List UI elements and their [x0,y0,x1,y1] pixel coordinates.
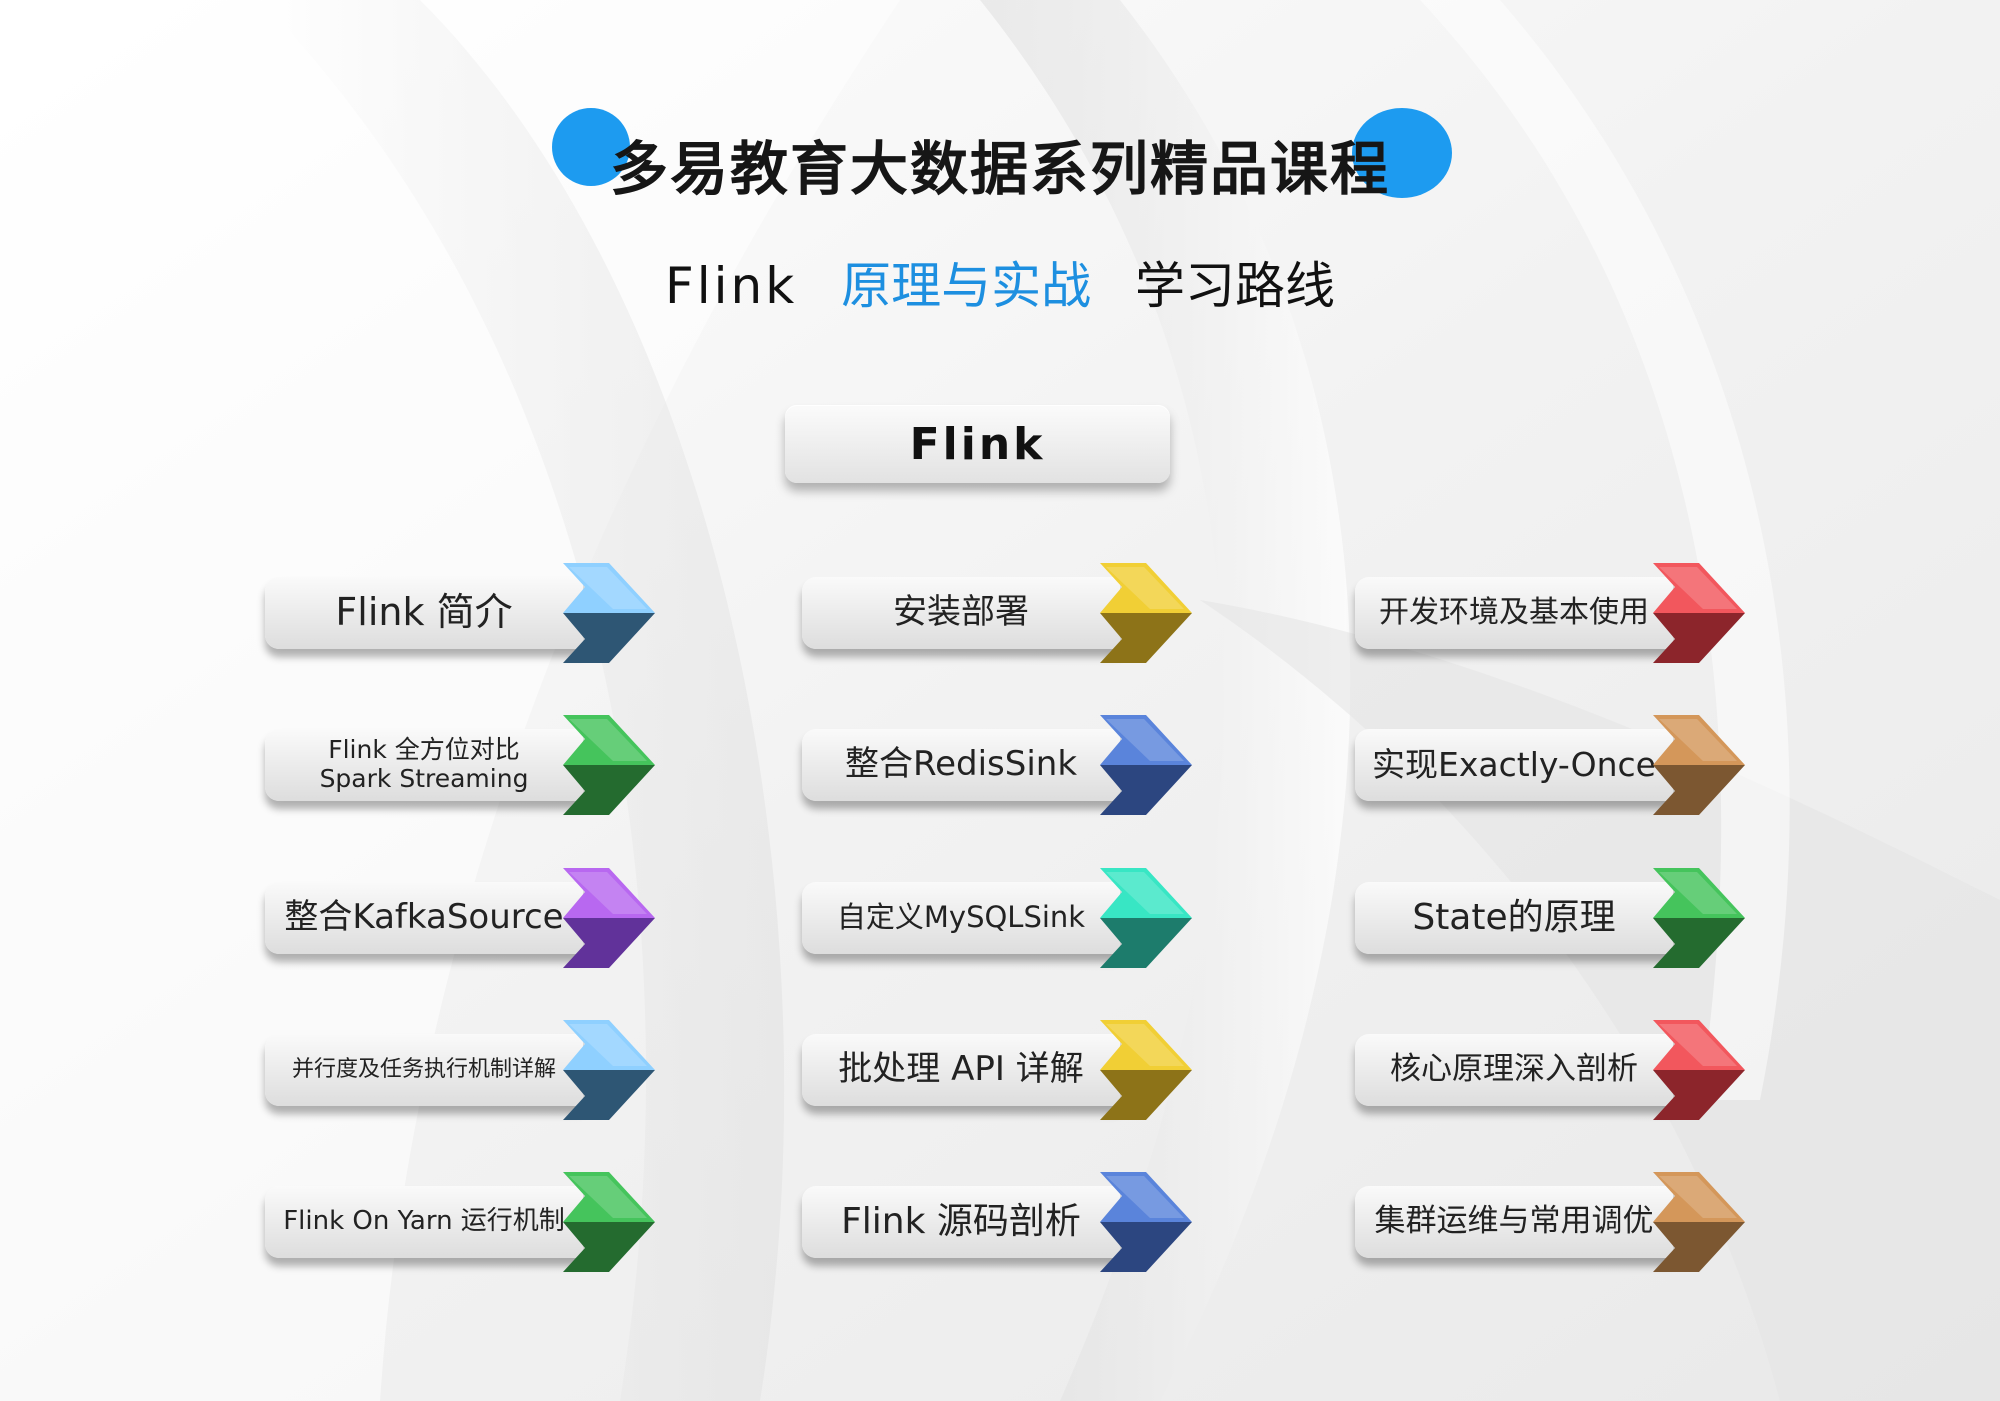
header: 多易教育大数据系列精品课程 [0,100,2000,203]
accent-circle-right [1352,108,1452,198]
roadmap-node-label: Flink 全方位对比 Spark Streaming [265,729,583,801]
subtitle-highlight: 原理与实战 [841,257,1092,315]
roadmap-node: 自定义MySQLSink [802,868,1192,968]
roadmap-node: 集群运维与常用调优 [1355,1172,1745,1272]
chevron-arrow-icon [1653,563,1745,663]
chevron-arrow-icon [563,1172,655,1272]
roadmap-node: Flink 简介 [265,563,655,663]
roadmap-node-label: 安装部署 [802,577,1120,649]
chevron-arrow-icon [1100,1020,1192,1120]
roadmap-node: Flink 源码剖析 [802,1172,1192,1272]
roadmap-node-label: 整合RedisSink [802,729,1120,801]
roadmap-node: 批处理 API 详解 [802,1020,1192,1120]
chevron-arrow-icon [1100,563,1192,663]
roadmap-node: 整合KafkaSource [265,868,655,968]
roadmap-node-label: Flink 简介 [265,577,583,649]
accent-circle-left [552,108,630,186]
subtitle-route: 学习路线 [1135,257,1335,315]
chevron-arrow-icon [1100,1172,1192,1272]
roadmap-node: 核心原理深入剖析 [1355,1020,1745,1120]
roadmap-node-label: 开发环境及基本使用 [1355,577,1673,649]
roadmap-node-label: 并行度及任务执行机制详解 [265,1034,583,1106]
chevron-arrow-icon [1653,1020,1745,1120]
roadmap-node: 并行度及任务执行机制详解 [265,1020,655,1120]
roadmap-node-label: 整合KafkaSource [265,882,583,954]
roadmap-node-label: 核心原理深入剖析 [1355,1034,1673,1106]
chevron-arrow-icon [1653,1172,1745,1272]
roadmap-node: 开发环境及基本使用 [1355,563,1745,663]
page-subtitle: Flink 原理与实战 学习路线 [0,246,2000,318]
roadmap-node-label: 实现Exactly-Once [1355,729,1673,801]
roadmap-node-label: 批处理 API 详解 [802,1034,1120,1106]
roadmap-node: State的原理 [1355,868,1745,968]
chevron-arrow-icon [1653,868,1745,968]
roadmap-node: 安装部署 [802,563,1192,663]
page-title: 多易教育大数据系列精品课程 [609,135,1390,203]
roadmap-node-label: Flink On Yarn 运行机制 [265,1186,583,1258]
chevron-arrow-icon [563,715,655,815]
roadmap-node: 整合RedisSink [802,715,1192,815]
roadmap-node-label: 自定义MySQLSink [802,882,1120,954]
roadmap-node-label: Flink 源码剖析 [802,1186,1120,1258]
roadmap-node: Flink On Yarn 运行机制 [265,1172,655,1272]
chevron-arrow-icon [1100,715,1192,815]
root-node-flink: Flink [785,405,1170,483]
roadmap-node-label: State的原理 [1355,882,1673,954]
roadmap-node-label: 集群运维与常用调优 [1355,1186,1673,1258]
roadmap-node: Flink 全方位对比 Spark Streaming [265,715,655,815]
roadmap-node: 实现Exactly-Once [1355,715,1745,815]
chevron-arrow-icon [563,868,655,968]
subtitle-flink: Flink [665,257,798,315]
chevron-arrow-icon [563,563,655,663]
chevron-arrow-icon [1100,868,1192,968]
chevron-arrow-icon [563,1020,655,1120]
chevron-arrow-icon [1653,715,1745,815]
